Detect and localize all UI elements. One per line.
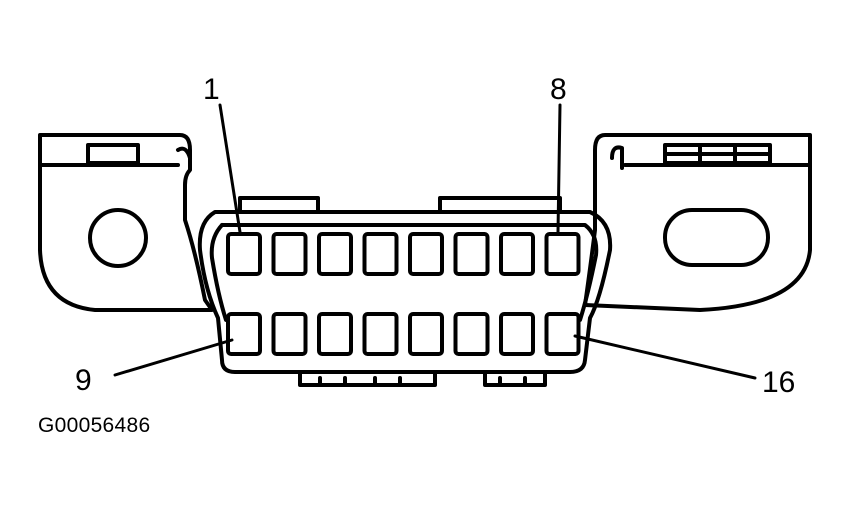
connector-top-ridge-left bbox=[238, 196, 320, 214]
pin-socket-8 bbox=[544, 232, 581, 276]
pin-socket-13 bbox=[408, 312, 444, 356]
connector-bottom-tab-left bbox=[298, 370, 437, 387]
pin-label-8: 8 bbox=[550, 73, 567, 106]
pin-label-16: 16 bbox=[762, 366, 795, 399]
leader-line-pin-1 bbox=[218, 103, 242, 234]
pin-socket-1 bbox=[226, 232, 262, 276]
bottom-row-pins bbox=[226, 312, 581, 356]
pin-socket-16 bbox=[544, 312, 581, 356]
connector-bottom-tab-right bbox=[483, 370, 547, 387]
pin-socket-11 bbox=[317, 312, 353, 356]
right-bracket-tab-row bbox=[663, 143, 772, 165]
connector-inner-outline bbox=[209, 223, 599, 322]
connector-body bbox=[197, 210, 613, 374]
left-mounting-bracket bbox=[38, 133, 214, 312]
pin-socket-9 bbox=[226, 312, 262, 356]
left-bracket-tab bbox=[86, 143, 140, 165]
figure-id: G00056486 bbox=[38, 414, 151, 437]
left-bracket-slot bbox=[176, 146, 192, 160]
pin-socket-2 bbox=[271, 232, 308, 276]
right-mount-slot bbox=[663, 208, 770, 267]
left-mount-hole bbox=[88, 208, 148, 268]
leader-line-pin-8 bbox=[556, 103, 562, 234]
pin-socket-3 bbox=[317, 232, 353, 276]
leader-line-pin-16 bbox=[573, 334, 757, 380]
pin-socket-4 bbox=[362, 232, 399, 276]
right-bracket-slot bbox=[610, 145, 624, 170]
pin-socket-10 bbox=[271, 312, 308, 356]
pin-socket-5 bbox=[408, 232, 444, 276]
pin-label-1: 1 bbox=[203, 73, 220, 106]
pin-socket-12 bbox=[362, 312, 399, 356]
leader-line-pin-9 bbox=[113, 338, 234, 377]
connector-top-ridge-right bbox=[438, 196, 562, 214]
pin-socket-7 bbox=[499, 232, 535, 276]
pin-socket-6 bbox=[453, 232, 490, 276]
pin-label-9: 9 bbox=[75, 364, 92, 397]
pin-socket-14 bbox=[453, 312, 490, 356]
top-row-pins bbox=[226, 232, 581, 276]
pin-socket-15 bbox=[499, 312, 535, 356]
